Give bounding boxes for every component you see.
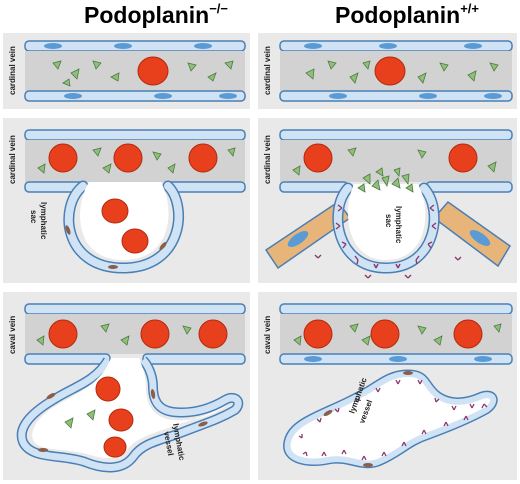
endothelial-nucleus [329, 93, 347, 99]
podoplanin-marks [298, 379, 488, 461]
endothelial-nucleus [219, 93, 237, 99]
lymphatic-sac-wall-fill [64, 182, 183, 273]
red-blood-cell [198, 319, 228, 349]
vein-label: cardinal vein [263, 46, 272, 95]
panel-left-3: caval vein lymphatic vessel [3, 292, 250, 480]
endothelial-nucleus [389, 356, 407, 362]
vein-vessel-diagram-left-3: caval vein lymphatic vessel [8, 303, 246, 473]
vein-wall-bottom [142, 353, 246, 365]
endothelial-nucleus [44, 43, 62, 49]
red-blood-cell [188, 143, 218, 173]
red-blood-cell [140, 319, 170, 349]
panel-right-3: caval vein lymphatic vessel [258, 292, 517, 480]
endothelial-nucleus [154, 93, 172, 99]
red-blood-cell [101, 198, 129, 224]
lec-nucleus [108, 265, 118, 269]
stromal-nucleus [469, 229, 491, 247]
column-title-right: Podoplanin+/+ [335, 1, 480, 29]
endothelial-nucleus [194, 43, 212, 49]
panel-left-1: cardinal vein [3, 33, 250, 109]
column-title-right-superscript: +/+ [460, 1, 480, 16]
column-title-left-text: Podoplanin [84, 2, 210, 28]
lec-nucleus [198, 421, 208, 427]
vein-label: caval vein [8, 316, 17, 354]
endothelial-nucleus [114, 43, 132, 49]
column-title-left: Podoplanin−/− [84, 1, 229, 29]
lec-nucleus [38, 448, 48, 452]
vein-wall-bottom [425, 181, 513, 193]
vein-wall-bottom [279, 90, 513, 102]
vein-vessel-diagram-right-3: caval vein lymphatic vessel [263, 303, 513, 469]
red-blood-cell [113, 143, 143, 173]
vein-wall-top [24, 303, 246, 315]
podoplanin-marks [314, 204, 462, 279]
lymphatic-vessel-lumen [32, 358, 230, 459]
column-title-left-superscript: −/− [209, 1, 229, 16]
red-blood-cell [370, 319, 400, 349]
red-blood-cell [374, 56, 406, 86]
sac-label-line1: lymphatic [394, 206, 403, 244]
endothelial-nucleus [304, 43, 322, 49]
endothelial-nucleus [484, 93, 502, 99]
red-blood-cell [453, 319, 483, 349]
red-blood-cell [95, 376, 121, 402]
lymphatic-sac-wall-fill [333, 184, 439, 273]
red-blood-cell [108, 408, 134, 432]
platelets [36, 323, 192, 429]
vein-wall-bottom [24, 353, 111, 365]
lymphatic-sac-lumen [348, 184, 426, 260]
vein-label: cardinal vein [8, 46, 17, 95]
red-blood-cell [137, 56, 169, 86]
stromal-nucleus [287, 230, 309, 248]
endothelial-nucleus [379, 43, 397, 49]
red-blood-cell [103, 436, 127, 458]
red-blood-cell [303, 143, 333, 173]
lec-nucleus [150, 389, 156, 399]
lec-nucleus [159, 241, 167, 251]
vein-lumen [25, 51, 245, 91]
vein-wall-top [279, 303, 513, 315]
endothelial-nucleus [419, 93, 437, 99]
vein-wall-top [279, 129, 513, 141]
vein-sac-diagram-right-2: cardinal vein lymphatic sac [263, 129, 513, 279]
lec-nucleus [363, 463, 373, 467]
lymphatic-vessel-lumen [284, 371, 497, 467]
lec-nucleus [323, 409, 333, 417]
endothelial-nucleus [304, 356, 322, 362]
red-blood-cell [448, 143, 478, 173]
red-blood-cell [48, 319, 78, 349]
red-blood-cell [303, 319, 333, 349]
vein-wall-bottom [279, 181, 349, 193]
red-blood-cell [48, 143, 78, 173]
endothelial-nucleus [474, 356, 492, 362]
platelet-aggregate [292, 147, 497, 193]
sac-label-line1: lymphatic [39, 202, 48, 240]
endothelial-nucleus [64, 93, 82, 99]
vessel-label-line2: vessel [162, 431, 175, 457]
lec-nucleus [403, 371, 413, 375]
vein-wall-bottom [24, 90, 246, 102]
lec-nucleus [65, 225, 71, 235]
vein-diagram-right-1: cardinal vein [263, 40, 513, 102]
vein-label: cardinal vein [8, 135, 17, 184]
platelets [37, 147, 236, 174]
lec-nucleus [46, 392, 56, 400]
vein-sac-diagram-left-2: cardinal vein lymphatic sac [8, 129, 246, 274]
panel-left-2: cardinal vein lymphatic sac [3, 118, 250, 283]
platelets [293, 323, 502, 346]
sac-label-line2: sac [29, 210, 38, 224]
endothelial-nucleus [464, 43, 482, 49]
panel-right-1: cardinal vein [258, 33, 517, 109]
red-blood-cell [121, 228, 149, 254]
lymphatic-vessel-wall-fill [18, 357, 242, 471]
platelets [52, 60, 234, 87]
vein-wall-top [24, 129, 246, 141]
panel-right-2: cardinal vein lymphatic sac [258, 118, 517, 283]
vein-label: caval vein [263, 316, 272, 354]
vein-label: cardinal vein [263, 135, 272, 184]
column-title-right-text: Podoplanin [335, 2, 461, 28]
sac-label-line2: sac [384, 214, 393, 228]
vein-diagram-left-1: cardinal vein [8, 40, 246, 102]
platelets [305, 60, 499, 84]
